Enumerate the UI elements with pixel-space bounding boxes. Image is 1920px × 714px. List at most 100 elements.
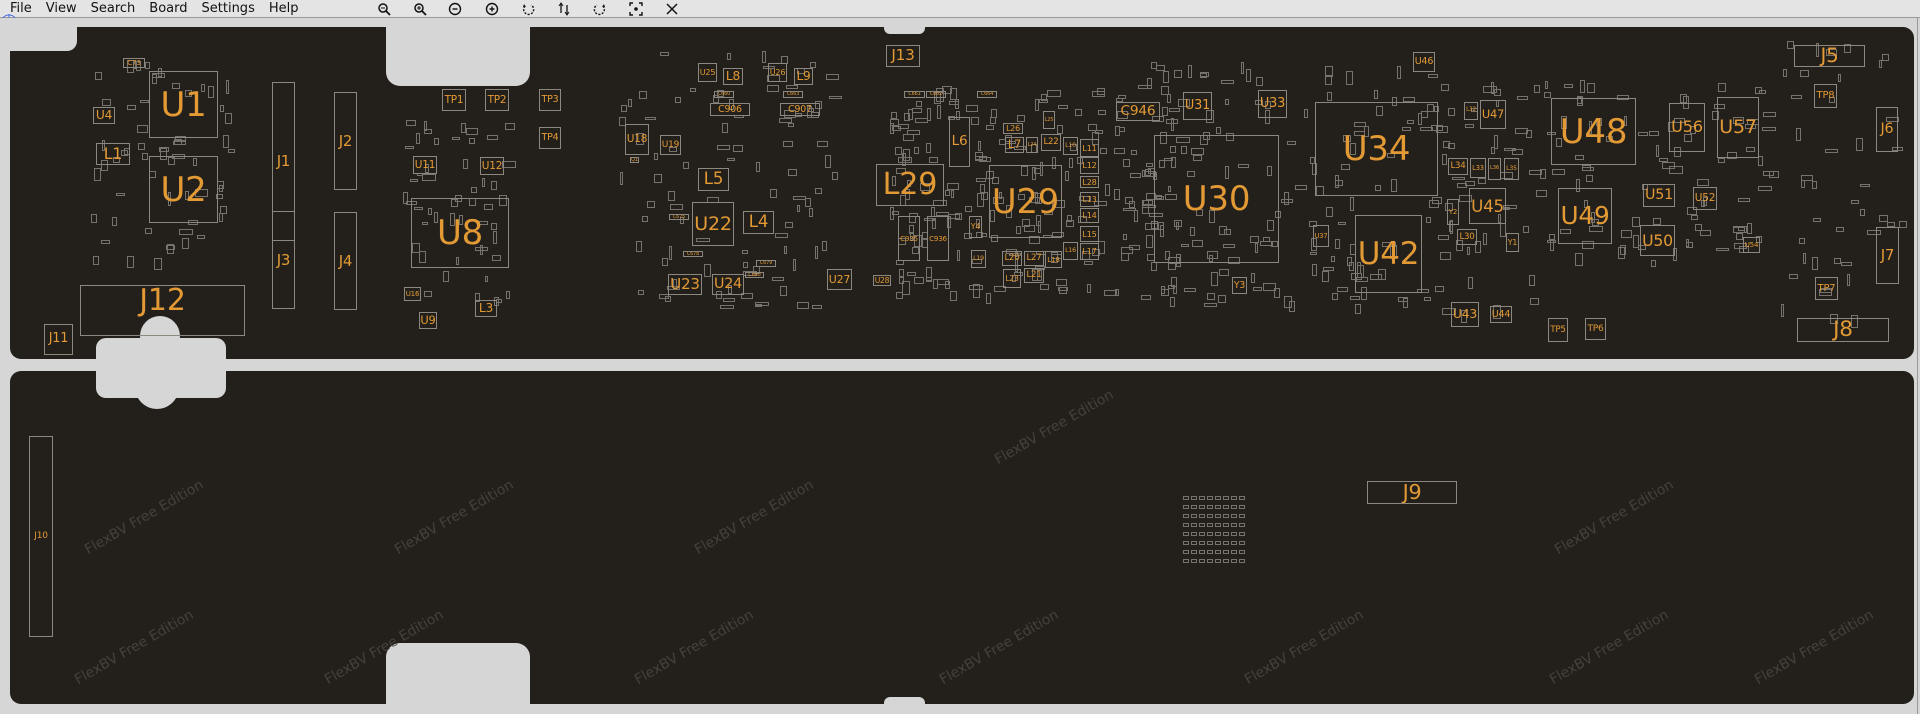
component-l17[interactable]: L17 — [1080, 243, 1099, 260]
component-j1[interactable]: J1 — [272, 82, 295, 241]
component-c660[interactable]: C660 — [714, 91, 734, 98]
menu-board[interactable]: Board — [149, 1, 188, 16]
component-l20[interactable]: L20 — [1002, 251, 1022, 266]
component-u33[interactable]: U33 — [1258, 90, 1287, 118]
component-l28[interactable]: L28 — [1080, 176, 1099, 188]
component-c73[interactable]: C73 — [123, 58, 145, 68]
component-u45[interactable]: U45 — [1469, 188, 1506, 224]
component-u50[interactable]: U50 — [1640, 225, 1675, 256]
component-l29[interactable]: L29 — [876, 164, 944, 206]
component-c680[interactable]: C680 — [745, 272, 764, 278]
zoom-plus-button[interactable] — [481, 0, 503, 17]
component-c906[interactable]: C906 — [710, 103, 750, 116]
component-u19[interactable]: U19 — [660, 135, 681, 155]
component-l16[interactable]: L16 — [1063, 242, 1078, 260]
fit-view-button[interactable] — [625, 0, 647, 17]
component-u25[interactable]: U25 — [698, 63, 717, 82]
component-u29[interactable]: U29 — [989, 165, 1062, 238]
component-q1[interactable]: Q1 — [630, 157, 639, 163]
component-u46[interactable]: U46 — [1413, 52, 1435, 72]
rotate-cw-button[interactable] — [589, 0, 611, 17]
component-u28[interactable]: U28 — [873, 275, 891, 286]
component-j12[interactable]: J12 — [80, 285, 245, 336]
component-l15[interactable]: L15 — [1080, 226, 1099, 242]
component-l35[interactable]: L35 — [1504, 158, 1519, 180]
component-l9[interactable]: L9 — [794, 68, 813, 85]
component-c661[interactable]: C661 — [904, 91, 925, 98]
component-u49[interactable]: U49 — [1558, 188, 1612, 244]
component-j8[interactable]: J8 — [1797, 318, 1889, 342]
pcb-bottom-side[interactable] — [10, 371, 1914, 704]
component-l36[interactable]: L36 — [1488, 158, 1501, 180]
component-u8[interactable]: U8 — [411, 198, 509, 268]
zoom-out-button[interactable] — [373, 0, 395, 17]
component-u4[interactable]: U4 — [93, 107, 115, 124]
component-c946[interactable]: C946 — [1116, 102, 1160, 121]
component-l33[interactable]: L33 — [1470, 158, 1486, 178]
component-u16[interactable]: U16 — [404, 287, 421, 301]
component-j3[interactable]: J3 — [272, 211, 295, 309]
component-tp3[interactable]: TP3 — [539, 89, 561, 111]
component-l13[interactable]: L13 — [1080, 192, 1099, 207]
menu-search[interactable]: Search — [90, 1, 136, 16]
menu-settings[interactable]: Settings — [201, 1, 255, 16]
component-j5[interactable]: J5 — [1794, 45, 1865, 67]
component-c936[interactable]: C936 — [927, 216, 949, 261]
component-c675[interactable]: C675 — [669, 214, 689, 220]
component-u1[interactable]: U1 — [149, 71, 218, 138]
component-y4[interactable]: Y4 — [969, 216, 982, 238]
component-j13[interactable]: J13 — [886, 45, 920, 67]
component-l27[interactable]: L27 — [1024, 251, 1044, 266]
component-l10[interactable]: L10 — [1063, 137, 1078, 155]
component-u54[interactable]: U54 — [1743, 237, 1760, 253]
component-j2[interactable]: J2 — [334, 92, 357, 190]
component-c662[interactable]: C662 — [926, 91, 946, 98]
component-tp2[interactable]: TP2 — [485, 89, 509, 111]
component-u30[interactable]: U30 — [1154, 135, 1279, 263]
component-l30[interactable]: L30 — [1457, 229, 1477, 245]
component-u42[interactable]: U42 — [1355, 215, 1422, 293]
component-tp5[interactable]: TP5 — [1548, 318, 1568, 342]
component-l21[interactable]: L21 — [1024, 268, 1044, 283]
component-l1[interactable]: L1 — [96, 143, 130, 165]
menu-file[interactable]: File — [10, 1, 32, 16]
component-u43[interactable]: U43 — [1451, 302, 1479, 327]
component-u22[interactable]: U22 — [692, 202, 734, 246]
flip-button[interactable] — [553, 0, 575, 17]
component-j6[interactable]: J6 — [1876, 107, 1898, 152]
component-j11[interactable]: J11 — [44, 324, 73, 355]
component-l25[interactable]: L25 — [1043, 111, 1055, 129]
component-j7[interactable]: J7 — [1876, 227, 1899, 284]
zoom-minus-button[interactable] — [444, 0, 466, 17]
component-tp7[interactable]: TP7 — [1815, 277, 1838, 300]
component-c935[interactable]: C935 — [898, 216, 920, 261]
component-l26[interactable]: L26 — [1003, 123, 1023, 134]
component-l32[interactable]: L32 — [1464, 102, 1478, 120]
rotate-ccw-button[interactable] — [517, 0, 539, 17]
component-c678[interactable]: C678 — [683, 251, 703, 257]
component-l11[interactable]: L11 — [1080, 139, 1099, 157]
component-c663[interactable]: C663 — [783, 91, 803, 98]
component-y3[interactable]: Y3 — [1232, 277, 1247, 294]
component-l3[interactable]: L3 — [475, 300, 497, 317]
menu-help[interactable]: Help — [268, 1, 299, 16]
component-tp4[interactable]: TP4 — [539, 127, 561, 149]
component-y2[interactable]: Y2 — [1447, 199, 1459, 225]
component-j9[interactable]: J9 — [1367, 481, 1457, 504]
component-c679[interactable]: C679 — [756, 260, 776, 267]
component-c664[interactable]: C664 — [977, 91, 997, 98]
component-u12[interactable]: U12 — [480, 157, 504, 175]
component-l4[interactable]: L4 — [743, 211, 774, 234]
component-u26[interactable]: U26 — [768, 63, 787, 82]
component-l24[interactable]: L24 — [1026, 137, 1038, 153]
component-l7[interactable]: L7 — [1005, 137, 1024, 153]
pcb-top-side[interactable] — [10, 27, 1914, 359]
component-u51[interactable]: U51 — [1643, 184, 1675, 207]
component-l18[interactable]: L18 — [1045, 251, 1062, 268]
component-j4[interactable]: J4 — [334, 212, 357, 310]
component-u31[interactable]: U31 — [1183, 92, 1212, 120]
component-c907[interactable]: C907 — [780, 103, 820, 116]
component-u18[interactable]: U18 — [625, 124, 649, 155]
component-j10[interactable]: J10 — [29, 436, 53, 637]
component-l34[interactable]: L34 — [1448, 158, 1468, 175]
